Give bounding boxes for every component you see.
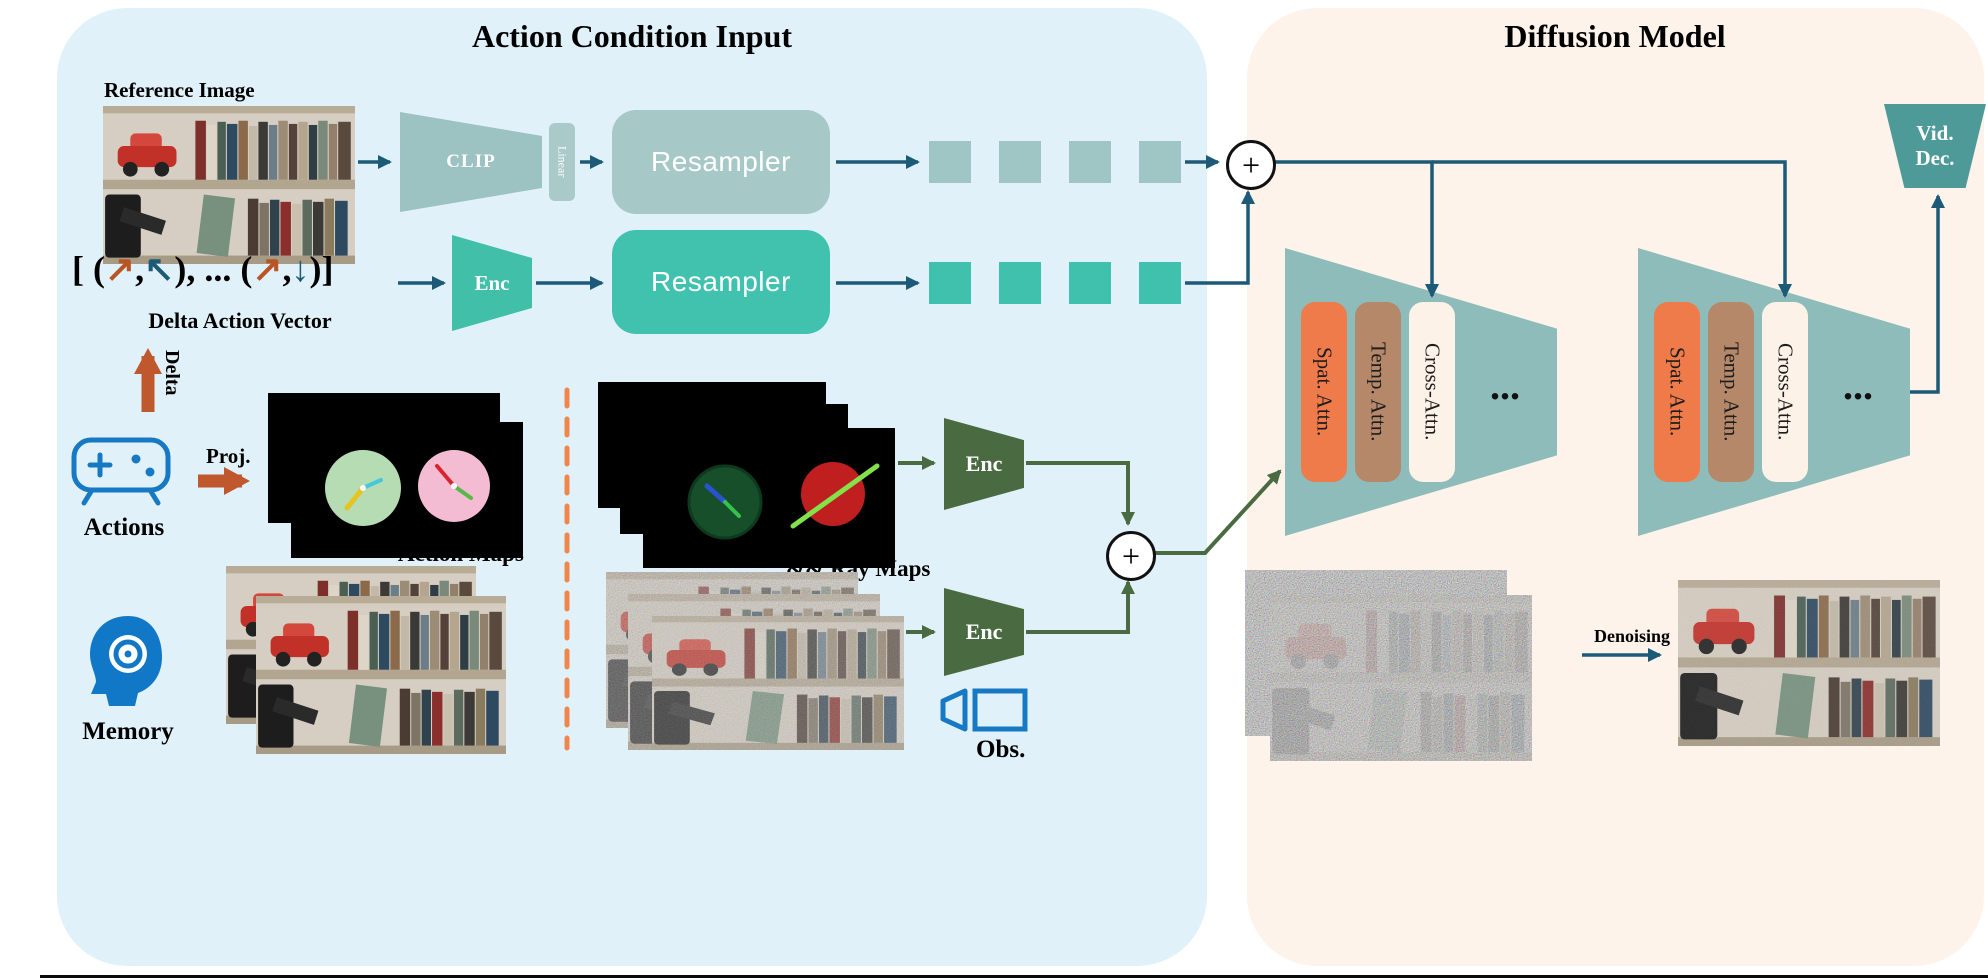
memory-label: Memory <box>82 718 174 745</box>
vector-arrow-token: ↗ <box>104 249 136 289</box>
denoised-image <box>1678 580 1940 746</box>
ray-map-graphic <box>687 462 880 540</box>
vector-token: ), ... ( <box>174 249 253 289</box>
left-panel-title: Action Condition Input <box>471 18 793 54</box>
cross-attn-pill-1: Cross-Attn. <box>1409 302 1455 482</box>
vid-dec-line2: Dec. <box>1915 146 1955 170</box>
ray-map-frame-front <box>643 428 895 568</box>
temp-attn-pill-2: Temp. Attn. <box>1708 302 1754 482</box>
actions-label: Actions <box>83 514 165 541</box>
vector-token: )] <box>309 249 334 289</box>
resampler-action-label: Resampler <box>651 266 791 297</box>
plus-sign: + <box>1121 537 1141 574</box>
vector-arrow-token: ↓ <box>291 249 310 289</box>
spat-attn-label: Spat. Attn. <box>1665 347 1690 437</box>
action-map-frame-front <box>291 422 523 558</box>
cross-attn-label: Cross-Attn. <box>1420 343 1445 441</box>
noise-image-front <box>1270 595 1532 761</box>
action-token-square <box>929 262 971 304</box>
enc-action-label: Enc <box>474 270 510 295</box>
noisy-obs-photo-front <box>652 616 904 750</box>
action-token-square <box>999 262 1041 304</box>
image-token-square <box>1139 141 1181 183</box>
action-maps-label: Action Maps <box>398 541 524 566</box>
enc-maps-label: Enc <box>965 451 1003 476</box>
temp-attn-pill-1: Temp. Attn. <box>1355 302 1401 482</box>
enc-obs-label: Enc <box>965 619 1003 644</box>
linear-layer-block: Linear <box>549 123 575 201</box>
obs-label: Obs. <box>976 736 1026 763</box>
vid-dec-line1: Vid. <box>1916 120 1954 145</box>
vector-token: , <box>282 249 292 289</box>
cross-attn-label: Cross-Attn. <box>1773 343 1798 441</box>
image-token-square <box>1069 141 1111 183</box>
unet2-ellipsis: ... <box>1843 363 1873 408</box>
image-token-square <box>929 141 971 183</box>
vector-arrow-token: ↖ <box>144 249 175 289</box>
vector-token: , <box>135 249 145 289</box>
temp-attn-label: Temp. Attn. <box>1366 342 1391 442</box>
action-map-graphic <box>325 450 490 526</box>
vector-arrow-token: ↗ <box>252 249 283 289</box>
resampler-image-label: Resampler <box>651 146 791 177</box>
sum-node-top: + <box>1226 140 1276 190</box>
action-token-square <box>1139 262 1181 304</box>
memory-photo-front <box>256 596 506 754</box>
resampler-image-block: Resampler <box>612 110 830 214</box>
spat-attn-label: Spat. Attn. <box>1312 347 1337 437</box>
vector-token: [ ( <box>72 249 105 289</box>
gamepad-icon <box>71 437 171 506</box>
spat-attn-pill-2: Spat. Attn. <box>1654 302 1700 482</box>
memory-icon <box>90 616 162 706</box>
delta-action-vector-label: Delta Action Vector <box>148 308 332 333</box>
resampler-action-block: Resampler <box>612 230 830 334</box>
delta-label: Delta <box>161 350 183 396</box>
clip-label: CLIP <box>446 151 496 172</box>
proj-label: Proj. <box>206 444 251 468</box>
figure-bottom-rule <box>40 975 1988 978</box>
right-panel-title: Diffusion Model <box>1504 18 1726 54</box>
spat-attn-pill-1: Spat. Attn. <box>1301 302 1347 482</box>
delta-action-vector-expression: [ (↗,↖), ... (↗,↓)] <box>72 248 333 290</box>
action-token-square <box>1069 262 1111 304</box>
camera-icon <box>940 688 1028 732</box>
reference-image-label: Reference Image <box>104 78 255 102</box>
cross-attn-pill-2: Cross-Attn. <box>1762 302 1808 482</box>
unet1-ellipsis: ... <box>1490 363 1520 408</box>
linear-label: Linear <box>555 146 570 178</box>
temp-attn-label: Temp. Attn. <box>1719 342 1744 442</box>
plus-sign: + <box>1241 146 1261 183</box>
image-token-square <box>999 141 1041 183</box>
denoising-label: Denoising <box>1593 626 1671 646</box>
sum-node-mid: + <box>1106 531 1156 581</box>
reference-image-photo <box>103 106 355 264</box>
